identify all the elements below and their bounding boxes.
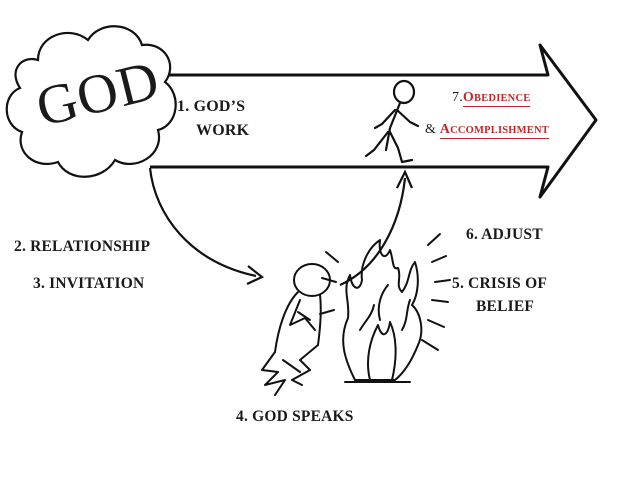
step-5-line2: BELIEF xyxy=(476,298,535,315)
walking-person-icon xyxy=(364,79,420,164)
step-2-label: 2. RELATIONSHIP xyxy=(14,238,151,255)
cloud-icon xyxy=(5,25,177,178)
step-1-line1: 1. GOD’S xyxy=(177,98,246,115)
step-7-obedience: 7.OBEDIENCE xyxy=(452,88,531,107)
obedience-word: OBEDIENCE xyxy=(462,88,531,107)
step-6-label: 6. ADJUST xyxy=(466,226,543,243)
ampersand: & xyxy=(425,122,440,137)
accomplishment-first: A xyxy=(439,122,451,137)
adjust-curve xyxy=(339,169,414,287)
accomplishment-word: ACCOMPLISHMENT xyxy=(439,120,549,139)
accomplishment-rest: CCOMPLISHMENT xyxy=(450,125,549,136)
step-7-accomplishment: & ACCOMPLISHMENT xyxy=(425,120,549,139)
step-5-line1: 5. CRISIS OF xyxy=(452,275,547,292)
step-7-number: 7. xyxy=(452,90,463,105)
relationship-curve xyxy=(148,167,265,285)
burning-bush-icon xyxy=(319,233,451,383)
gods-work-arrow xyxy=(150,43,598,199)
obedience-rest: BEDIENCE xyxy=(474,93,531,104)
obedience-first: O xyxy=(462,90,474,105)
step-4-label: 4. GOD SPEAKS xyxy=(236,408,354,425)
step-3-label: 3. INVITATION xyxy=(33,275,145,292)
kneeling-person-icon xyxy=(261,263,331,396)
step-1-line2: WORK xyxy=(196,122,250,139)
